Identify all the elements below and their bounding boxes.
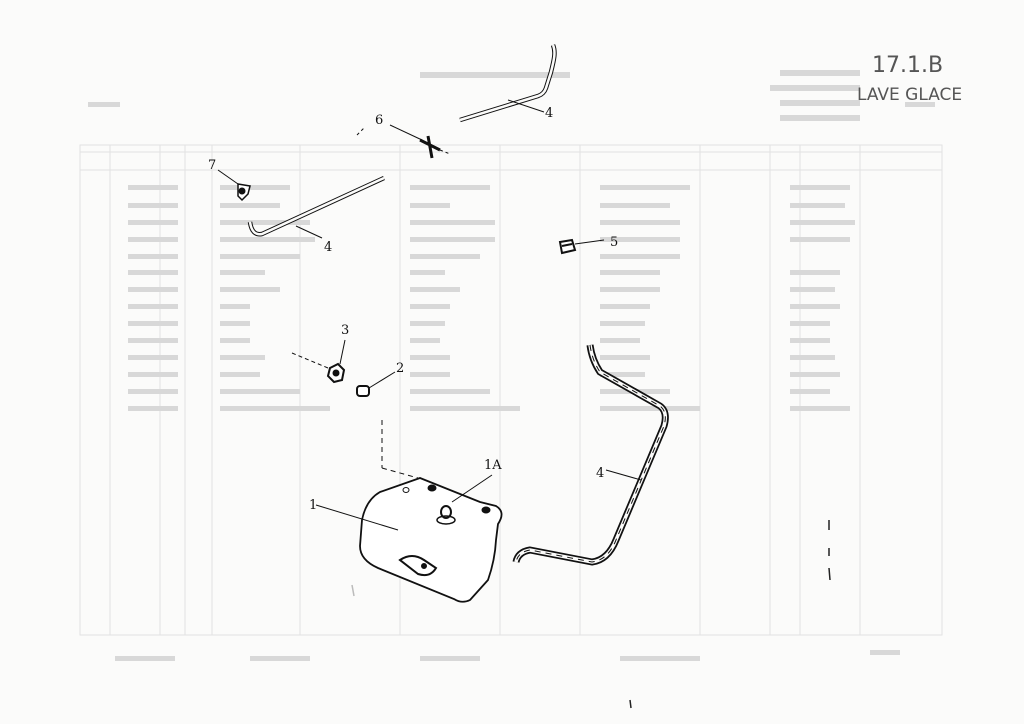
section-title: LAVE GLACE — [857, 85, 962, 105]
washer-part-2 — [356, 371, 419, 479]
connector-part-7 — [217, 169, 251, 202]
callout-4-middle: 4 — [324, 240, 332, 255]
callout-7: 7 — [208, 158, 216, 173]
callout-1a: 1A — [484, 458, 502, 473]
callout-4-lower: 4 — [596, 466, 604, 481]
callout-3: 3 — [341, 323, 349, 338]
callout-4-upper: 4 — [545, 106, 553, 121]
ref-code: 17.1.B — [872, 53, 943, 78]
tube-middle-part-4 — [247, 175, 385, 239]
tick-marks — [629, 520, 831, 709]
callout-2: 2 — [396, 361, 404, 376]
callout-5: 5 — [610, 235, 618, 250]
nozzle-part-6 — [356, 124, 451, 159]
grommet-part-5 — [558, 238, 605, 255]
callout-1: 1 — [309, 498, 317, 513]
nut-part-3 — [291, 339, 346, 384]
bracket-plate-part-1 — [315, 474, 503, 603]
tube-upper-part-4 — [459, 44, 557, 123]
show-through-rows — [88, 70, 935, 661]
callout-6: 6 — [375, 113, 383, 128]
tube-lower-part-4 — [512, 344, 669, 566]
